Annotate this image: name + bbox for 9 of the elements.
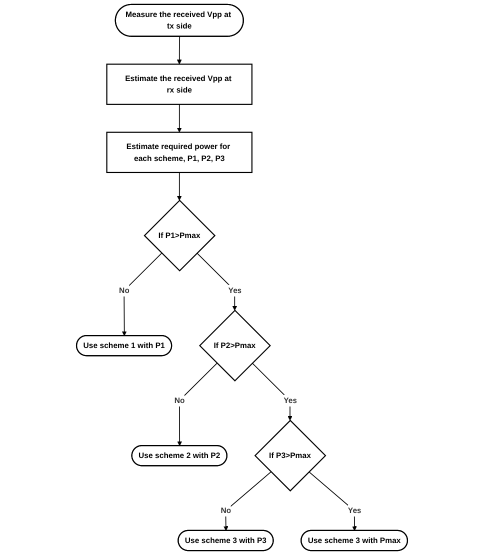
arrow [176, 172, 182, 201]
arrow [252, 362, 292, 421]
arrow [223, 471, 272, 531]
arrow [176, 104, 182, 132]
arrow [122, 252, 162, 336]
arrow [177, 362, 218, 446]
arrow [176, 36, 182, 64]
arrow [196, 252, 238, 311]
arrow [308, 471, 357, 531]
